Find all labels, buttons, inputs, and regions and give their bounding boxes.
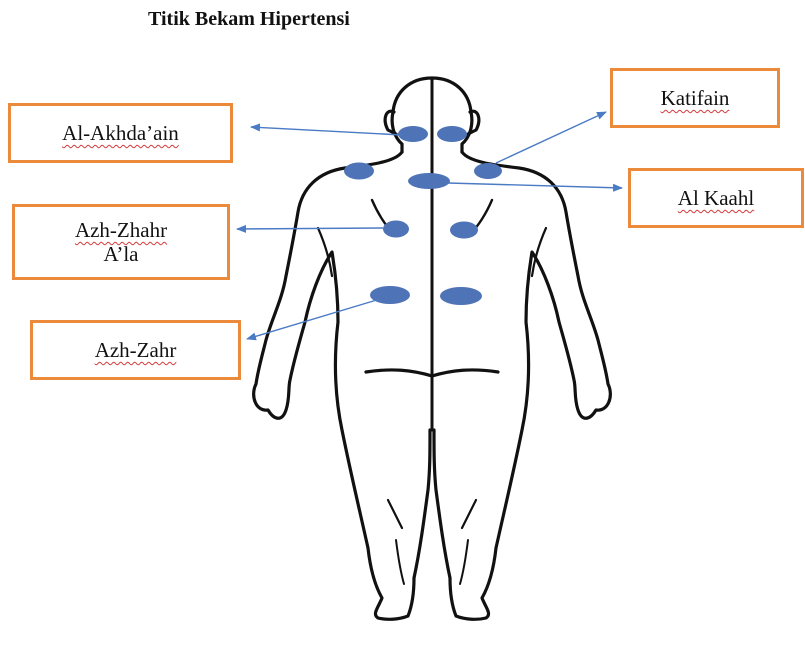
point-akhdain-left (398, 126, 428, 142)
point-zhahr-ala-left (383, 221, 409, 238)
label-zahr: Azh-Zahr (30, 320, 241, 380)
right-knee (462, 500, 476, 528)
cupping-points (344, 126, 502, 305)
label-zhahr-ala: Azh-Zhahr A’la (12, 204, 230, 280)
label-kaahl-text: Al Kaahl (678, 186, 754, 210)
point-zahr-left (370, 286, 410, 304)
arrow-akhdain (251, 127, 402, 135)
label-zhahr-ala-line2: A’la (104, 242, 139, 266)
point-kaahl (408, 173, 450, 189)
left-inner-leg (414, 430, 430, 578)
arrow-zhahr-ala (237, 228, 383, 229)
point-shoulder-left (344, 163, 374, 180)
label-katifain: Katifain (610, 68, 780, 128)
left-calf (396, 540, 404, 584)
label-zhahr-ala-line1: Azh-Zhahr (75, 218, 167, 242)
label-zahr-text: Azh-Zahr (95, 338, 177, 362)
left-knee (388, 500, 402, 528)
label-kaahl: Al Kaahl (628, 168, 804, 228)
point-zhahr-ala-right (450, 222, 478, 239)
right-inner-leg (434, 430, 450, 578)
label-akhdain: Al-Akhda’ain (8, 103, 233, 163)
label-akhdain-text: Al-Akhda’ain (62, 121, 179, 145)
right-side-outline (450, 152, 610, 619)
arrow-katifain (496, 112, 606, 163)
left-arm-muscle (318, 228, 332, 276)
point-akhdain-right (437, 126, 467, 142)
point-zahr-right (440, 287, 482, 305)
arrow-zahr (247, 299, 380, 339)
point-katifain (474, 163, 502, 179)
human-back-outline (254, 78, 611, 619)
arrow-kaahl (448, 183, 622, 188)
label-katifain-text: Katifain (661, 86, 730, 110)
right-calf (460, 540, 468, 584)
right-arm-muscle (532, 228, 546, 276)
